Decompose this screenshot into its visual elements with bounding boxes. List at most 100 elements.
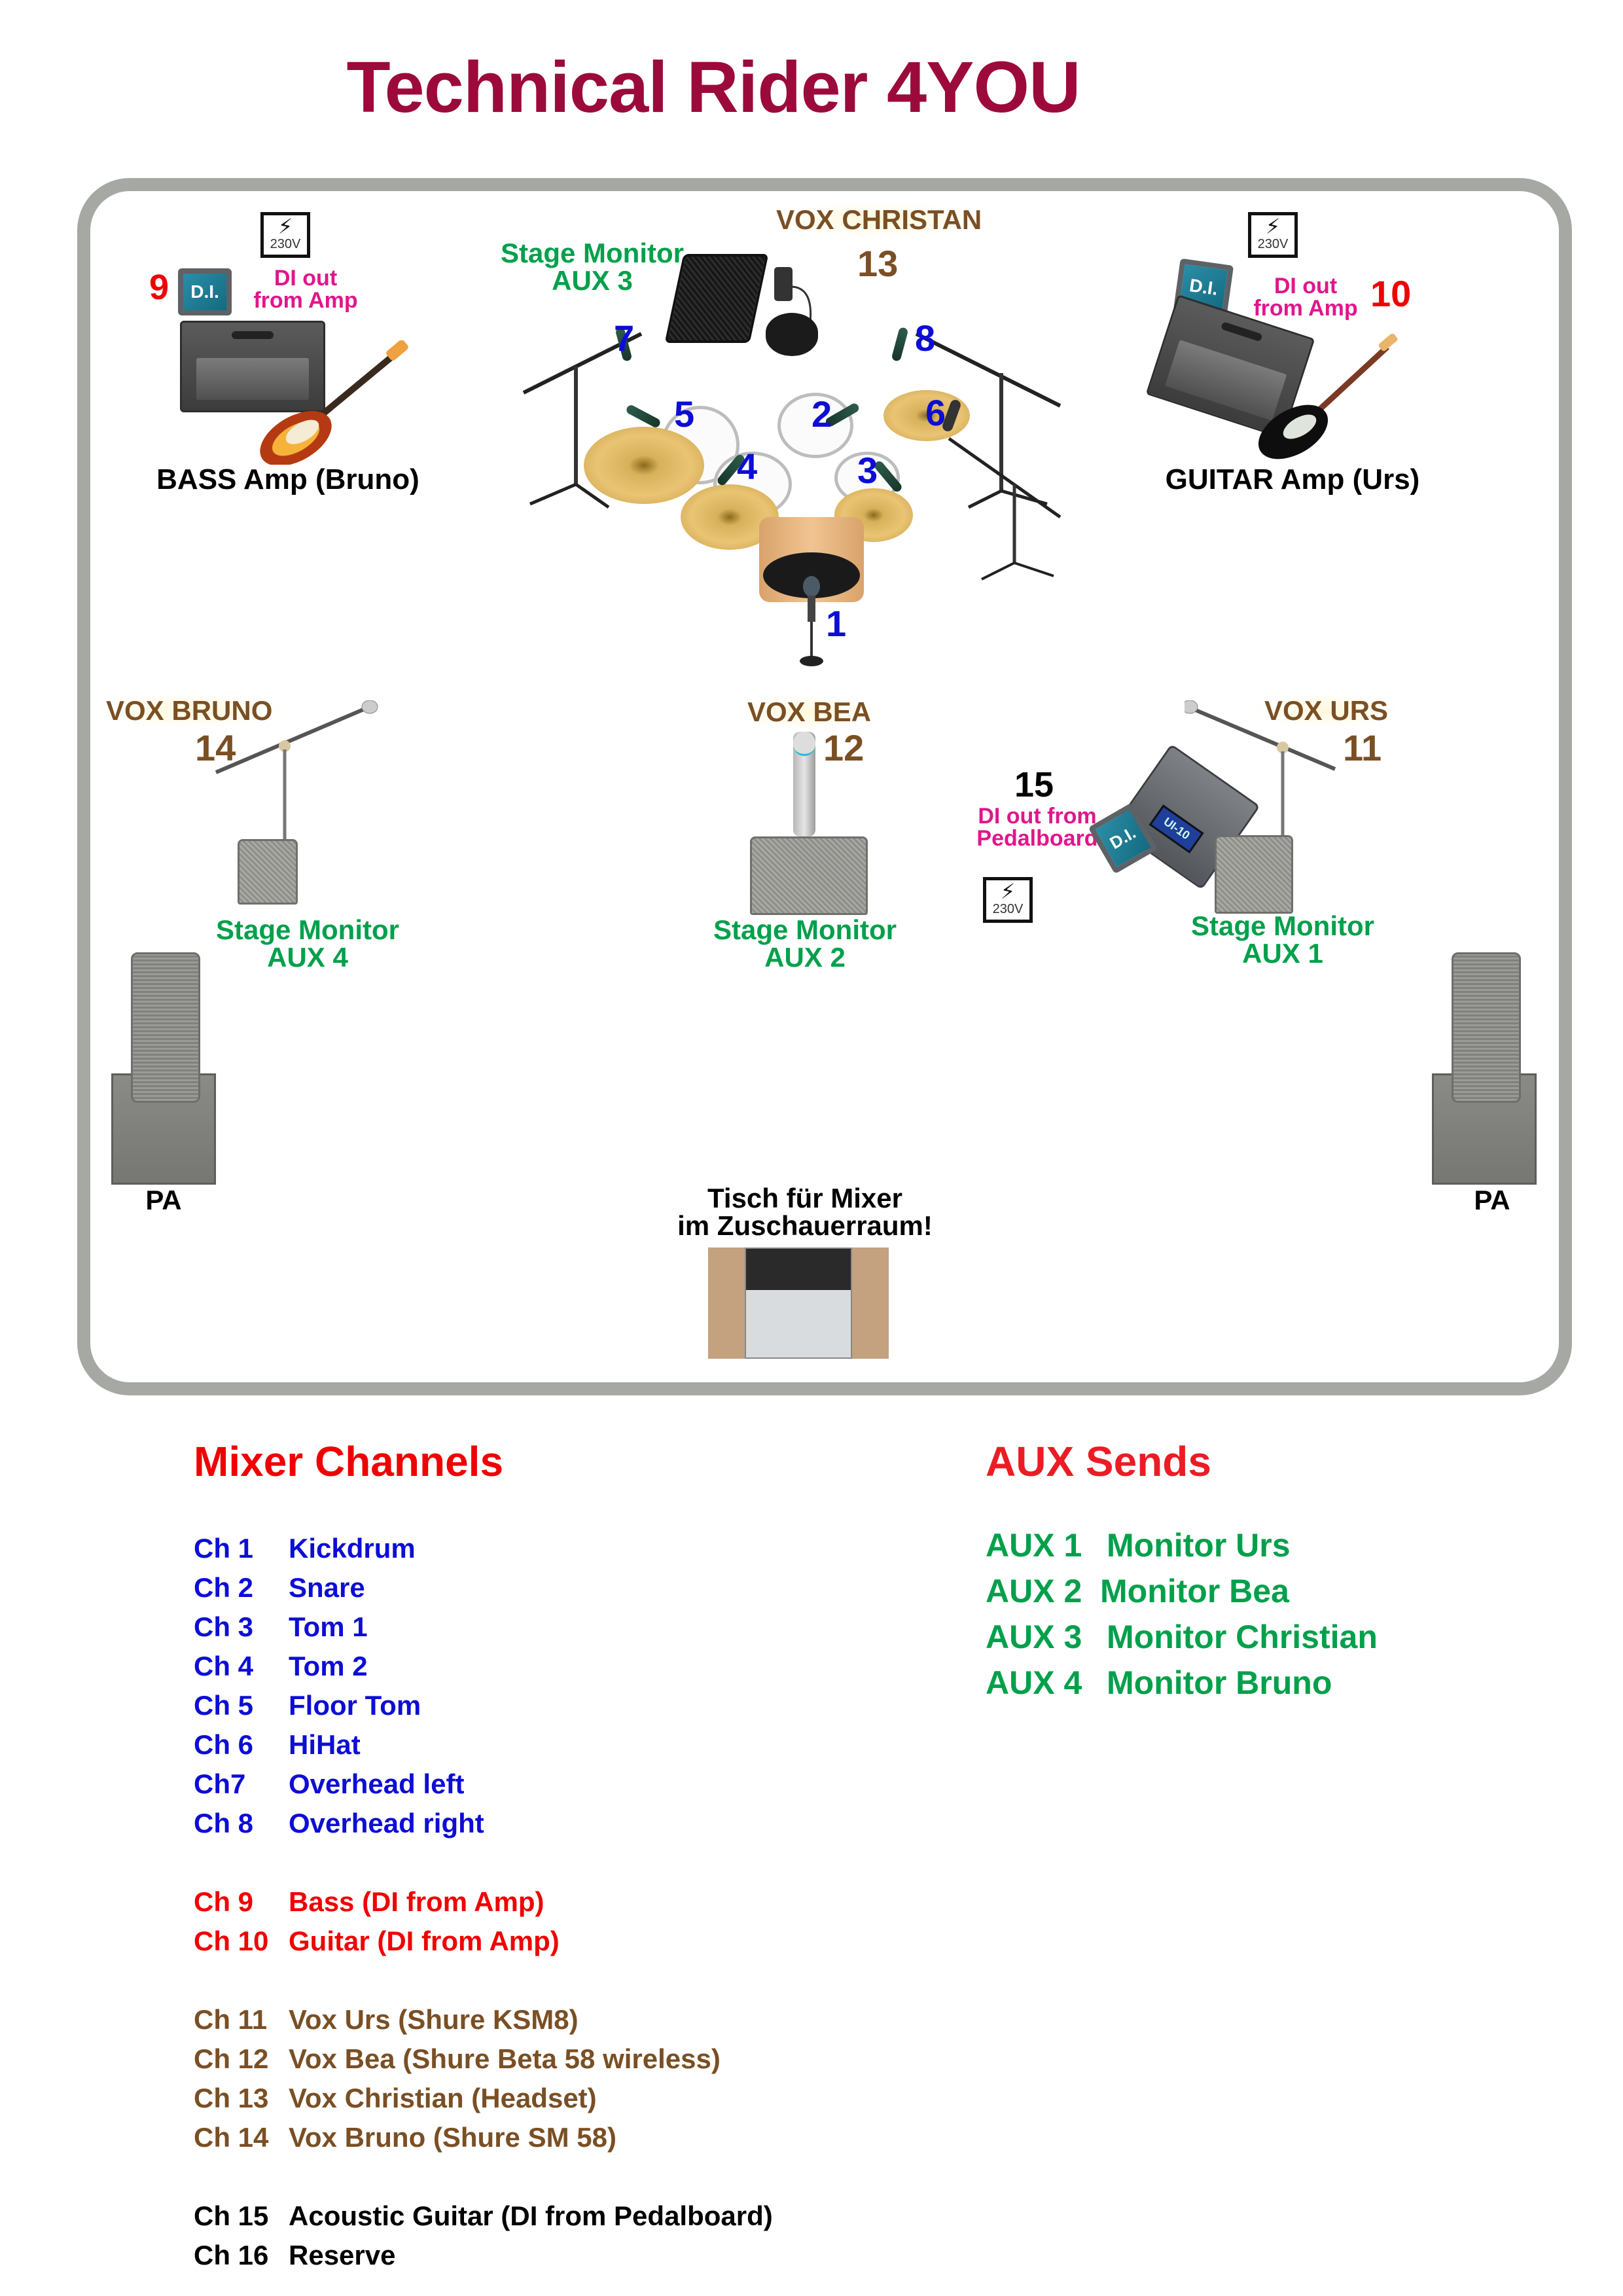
mixer-channels-heading: Mixer Channels: [194, 1438, 504, 1485]
channel-source: Tom 1: [289, 1611, 368, 1642]
channel-number: Ch 11: [194, 2004, 268, 2035]
guitar-di-note: DI out from Amp: [1243, 275, 1368, 319]
guitar-amp-label: GUITAR Amp (Urs): [1165, 463, 1420, 495]
bass-di-note: DI out from Amp: [243, 267, 368, 312]
mic-number-4: 4: [737, 446, 758, 487]
kick-mic-icon: [798, 576, 825, 668]
channel-source: Overhead left: [289, 1768, 465, 1799]
channel-source: Vox Bruno (Shure SM 58): [289, 2122, 616, 2153]
pa-left-top-icon: [131, 952, 200, 1103]
channel-source: Tom 2: [289, 1651, 368, 1681]
channel-source: Vox Christian (Headset): [289, 2083, 597, 2113]
drum-stool-icon: [766, 313, 818, 356]
mic-number-1: 1: [826, 603, 847, 644]
di-note-line1: DI out from: [978, 804, 1097, 829]
vox-bruno-mic-stand-icon: [164, 700, 386, 857]
vox-urs-monitor-label: Stage Monitor AUX 1: [1165, 912, 1400, 967]
snare-drum-icon: [777, 393, 853, 458]
aux-number: AUX 2: [986, 1573, 1082, 1609]
di-note-line2: Pedalboard: [976, 826, 1098, 851]
pedalboard-display: UI-10: [1149, 804, 1204, 853]
channel-number: Ch 2: [194, 1572, 254, 1603]
di-note-line2: from Amp: [253, 288, 358, 313]
bass-amp-label: BASS Amp (Bruno): [156, 463, 419, 495]
channel-row: Ch 13 Vox Christian (Headset): [194, 2079, 597, 2118]
electric-guitar-icon: [1250, 333, 1400, 465]
channel-source: Acoustic Guitar (DI from Pedalboard): [289, 2200, 773, 2231]
vox-christan-label: VOX CHRISTAN: [766, 203, 993, 237]
channel-number: Ch 4: [194, 1651, 254, 1681]
channel-number: Ch 1: [194, 1533, 254, 1564]
drum-monitor-label: Stage Monitor AUX 3: [484, 240, 700, 295]
channel-number: Ch 13: [194, 2083, 269, 2113]
channel-row: Ch 12 Vox Bea (Shure Beta 58 wireless): [194, 2039, 721, 2079]
di-note-line1: DI out: [1274, 274, 1338, 298]
vox-urs-channel: 11: [1343, 727, 1382, 768]
monitor-label-line1: Stage Monitor: [501, 238, 684, 268]
bass-channel-number: 9: [149, 268, 169, 307]
monitor-label-line1: Stage Monitor: [713, 914, 897, 945]
aux-destination: Monitor Christian: [1107, 1619, 1378, 1655]
channel-number: Ch 12: [194, 2043, 269, 2074]
lightning-icon: ⚡: [1265, 215, 1281, 238]
channel-source: Reserve: [289, 2240, 396, 2270]
aux-number: AUX 1: [986, 1527, 1082, 1564]
channel-source: Snare: [289, 1572, 365, 1603]
channel-row: Ch 2 Snare: [194, 1568, 365, 1607]
vox-bea-label: VOX BEA: [740, 695, 880, 729]
power-outlet-icon: ⚡ 230V: [1248, 212, 1298, 258]
channel-source: Overhead right: [289, 1808, 484, 1839]
vox-urs-mic-stand-icon: [1181, 700, 1381, 870]
digital-mixer-icon: [745, 1247, 852, 1359]
monitor-label-line2: AUX 1: [1242, 938, 1323, 969]
channel-source: Kickdrum: [289, 1533, 416, 1564]
vox-bea-monitor-label: Stage Monitor AUX 2: [687, 916, 923, 971]
mic-number-6: 6: [925, 392, 946, 433]
guitar-channel-number: 10: [1370, 273, 1412, 314]
channel-number: Ch7: [194, 1768, 246, 1799]
channel-row: Ch 8 Overhead right: [194, 1804, 484, 1843]
bass-guitar-icon: [255, 340, 412, 467]
crash-cymbal-left-icon: [584, 427, 704, 504]
channel-source: Floor Tom: [289, 1690, 421, 1721]
di-box-icon: D.I.: [178, 268, 232, 315]
mic-number-7: 7: [614, 317, 635, 359]
channel-row: Ch7 Overhead left: [194, 1765, 464, 1804]
monitor-label-line1: Stage Monitor: [1191, 910, 1374, 941]
channel-source: Guitar (DI from Amp): [289, 1926, 560, 1956]
channel-row: Ch 1 Kickdrum: [194, 1529, 416, 1568]
channel-source: Vox Bea (Shure Beta 58 wireless): [289, 2043, 721, 2074]
channel-number: Ch 10: [194, 1926, 269, 1956]
vox-urs-label: VOX URS: [1257, 694, 1397, 728]
channel-source: HiHat: [289, 1729, 361, 1760]
wireless-mic-icon: [793, 732, 815, 836]
hihat-mic-stand-icon: [942, 432, 1073, 583]
stage-monitor-aux2-icon: [750, 836, 868, 915]
monitor-label-line1: Stage Monitor: [216, 914, 399, 945]
power-outlet-icon: ⚡ 230V: [260, 212, 310, 258]
stage-monitor-aux4-icon: [238, 839, 298, 905]
aux-row: AUX 1 Monitor Urs: [986, 1522, 1291, 1568]
mixer-note-line2: im Zuschauerraum!: [677, 1210, 933, 1241]
mic-number-3: 3: [857, 450, 878, 491]
pedalboard-channel-number: 15: [1014, 765, 1054, 804]
vox-bea-channel: 12: [823, 727, 865, 768]
di-note-line2: from Amp: [1253, 296, 1358, 321]
lightning-icon: ⚡: [277, 215, 293, 238]
vox-christan-channel: 13: [857, 243, 899, 284]
channel-number: Ch 8: [194, 1808, 254, 1839]
vox-bruno-channel: 14: [195, 727, 236, 768]
aux-destination: Monitor Urs: [1107, 1527, 1291, 1564]
mixer-table-icon: [708, 1247, 889, 1359]
monitor-label-line2: AUX 3: [552, 265, 633, 296]
power-outlet-icon: ⚡ 230V: [983, 877, 1033, 923]
